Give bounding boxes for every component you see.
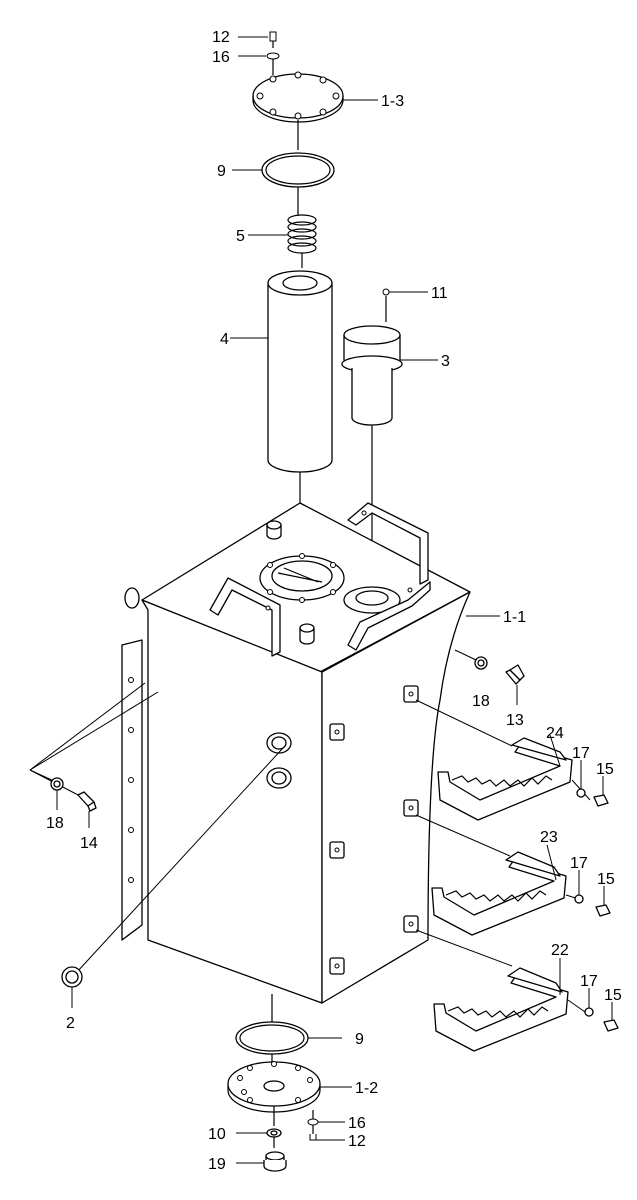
- part-17-washer-c: [584, 988, 594, 1017]
- part-17-washer-a: [576, 760, 586, 798]
- part-12-bottom-bolt: [309, 1125, 345, 1141]
- callout-16-top: 16: [212, 49, 230, 66]
- callout-14: 14: [80, 835, 98, 852]
- callout-12-bottom: 12: [348, 1133, 366, 1150]
- part-15-bolt-c: [603, 1002, 619, 1032]
- part-15-bolt-a: [593, 776, 609, 807]
- callout-3: 3: [441, 353, 450, 370]
- callout-22: 22: [551, 942, 569, 959]
- part-13-bolt: [505, 664, 525, 705]
- callout-4: 4: [220, 331, 229, 348]
- part-17-washer-b: [574, 870, 584, 904]
- callout-23: 23: [540, 829, 558, 846]
- callout-24: 24: [546, 725, 564, 742]
- part-9-top-oring: [232, 152, 335, 215]
- callout-5: 5: [236, 228, 245, 245]
- part-9-bottom-oring: [235, 994, 342, 1066]
- callout-17-c: 17: [580, 973, 598, 990]
- part-12-top-bolt: [238, 31, 277, 48]
- callout-15-b: 15: [597, 871, 615, 888]
- part-3-breather: [341, 325, 438, 595]
- part-1-1-tank-body: [121, 502, 500, 1004]
- callout-13: 13: [506, 712, 524, 729]
- callout-18-right: 18: [472, 693, 490, 710]
- callout-17-a: 17: [572, 745, 590, 762]
- callout-9-bottom: 9: [355, 1031, 364, 1048]
- callout-10: 10: [208, 1126, 226, 1143]
- callout-12-top: 12: [212, 29, 230, 46]
- part-1-3-top-cover: [252, 71, 378, 150]
- part-15-bolt-b: [595, 886, 611, 917]
- callout-1-1: 1-1: [503, 609, 526, 626]
- callout-15-c: 15: [604, 987, 622, 1004]
- part-2-plug: [61, 747, 284, 1008]
- callout-11: 11: [431, 285, 448, 302]
- part-4-filter-element: [230, 270, 333, 580]
- callout-1-3: 1-3: [381, 93, 404, 110]
- part-10-washer: [236, 1128, 282, 1148]
- callout-17-b: 17: [570, 855, 588, 872]
- part-16-bottom-washer: [307, 1110, 345, 1126]
- part-16-top-washer: [238, 52, 280, 75]
- callout-labels: 12 16 1-3 9 5 4 11 3 1-1 18 13 24 17 15 …: [46, 29, 622, 1173]
- callout-18-left: 18: [46, 815, 64, 832]
- callout-15-a: 15: [596, 761, 614, 778]
- part-19-drain-plug: [236, 1151, 287, 1172]
- part-5-spring: [248, 214, 317, 268]
- callout-16-bottom: 16: [348, 1115, 366, 1132]
- part-18-14-left-fasteners: [29, 682, 159, 828]
- part-24-step: [415, 699, 591, 821]
- part-22-step: [415, 929, 586, 1052]
- callout-2: 2: [66, 1015, 75, 1032]
- callout-1-2: 1-2: [355, 1080, 378, 1097]
- part-23-step: [415, 814, 583, 936]
- part-18-right-washer: [454, 649, 488, 670]
- part-11-screw: [382, 288, 428, 322]
- callout-9-top: 9: [217, 163, 226, 180]
- part-1-2-bottom-cover: [227, 1061, 352, 1126]
- callout-19: 19: [208, 1156, 226, 1173]
